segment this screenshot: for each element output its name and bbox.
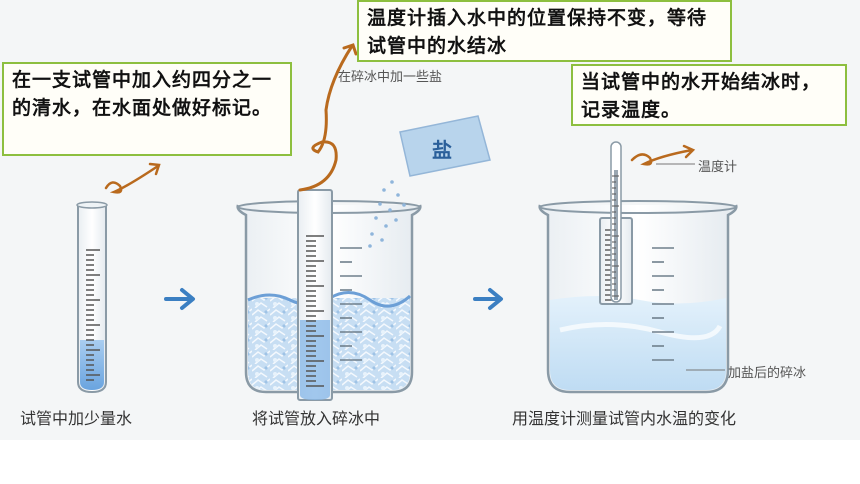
salt-grain (384, 224, 388, 228)
salt-grain (382, 188, 386, 192)
salt-packet: 盐 (399, 115, 491, 177)
salt-note-label: 在碎冰中加一些盐 (338, 70, 443, 85)
thermometer (610, 141, 622, 303)
salt-grains (368, 180, 406, 248)
callout-step2: 温度计插入水中的位置保持不变，等待试管中的水结冰 (357, 0, 732, 62)
pointer-arrow-step2 (298, 43, 358, 192)
caption-step2: 将试管放入碎冰中 (252, 409, 381, 428)
caption-step1: 试管中加少量水 (20, 409, 133, 428)
callout-step1: 在一支试管中加入约四分之一的清水，在水面处做好标记。 (2, 62, 292, 156)
test-tube-2 (297, 189, 333, 401)
salt-grain (374, 216, 378, 220)
pointer-arrow-step1 (104, 162, 161, 194)
experiment-illustration: 盐 (76, 43, 738, 401)
salt-grain (370, 232, 374, 236)
salt-grain (380, 238, 384, 242)
right-arrow-icon (164, 288, 195, 310)
callout-step3: 当试管中的水开始结冰时，记录温度。 (571, 64, 847, 126)
thermometer-label: 温度计 (698, 160, 738, 175)
salt-grain (388, 208, 392, 212)
beaker-with-salted-ice (538, 200, 738, 394)
salt-grain (394, 218, 398, 222)
caption-step3: 用温度计测量试管内水温的变化 (512, 409, 737, 428)
salt-grain (390, 180, 394, 184)
salt-grain (368, 244, 372, 248)
salt-grain (378, 202, 382, 206)
test-tube-1 (76, 201, 108, 394)
salt-grain (396, 193, 400, 197)
salt-packet-label: 盐 (432, 138, 452, 162)
right-arrow-icon (473, 288, 503, 310)
salt-grain (402, 203, 406, 207)
pointer-arrow-step3 (630, 144, 696, 166)
salted-ice-label: 加盐后的碎冰 (728, 366, 807, 381)
